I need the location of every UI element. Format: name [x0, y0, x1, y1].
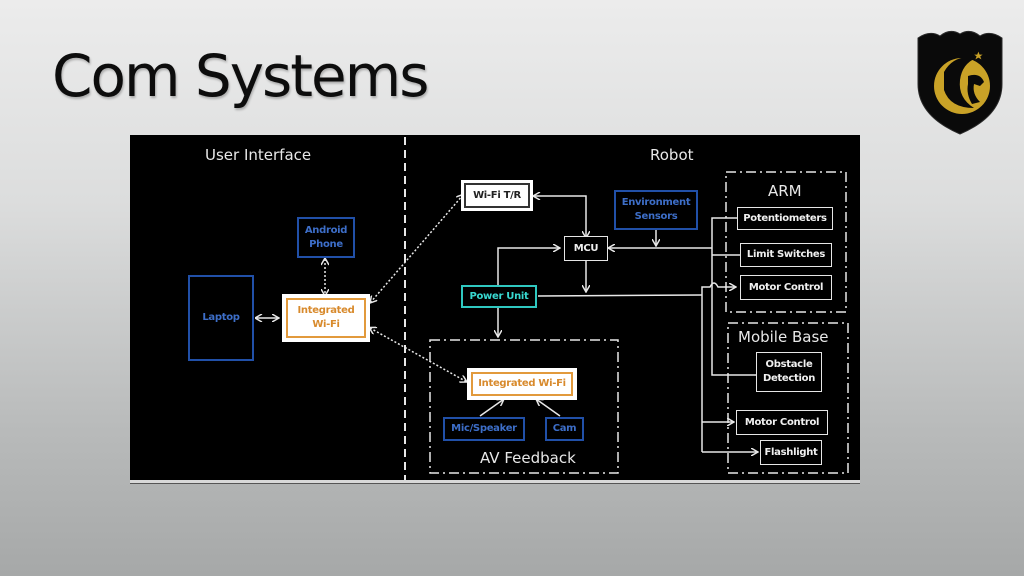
mobile-base-group-border: [727, 322, 849, 474]
ucf-logo-icon: [917, 30, 1003, 135]
node-environment-sensors: Environment Sensors: [614, 190, 698, 230]
node-wifi-tr: Wi-Fi T/R: [461, 180, 533, 211]
wifi-mcu-link: [534, 196, 586, 238]
node-mic-speaker: Mic/Speaker: [443, 417, 525, 441]
ui-av-wifi-link: [370, 328, 467, 382]
section-label-arm: ARM: [768, 182, 802, 200]
node-cam: Cam: [545, 417, 584, 441]
node-android-phone: Android Phone: [297, 217, 355, 258]
node-av-integrated-wifi: Integrated Wi-Fi: [467, 368, 577, 400]
power-mcu-link: [497, 248, 560, 286]
node-obstacle-detection: Obstacle Detection: [756, 352, 822, 392]
node-power-unit: Power Unit: [461, 285, 537, 308]
section-label-mobile-base: Mobile Base: [738, 328, 829, 346]
av-feedback-group-border: [429, 339, 619, 474]
node-flashlight: Flashlight: [760, 440, 822, 465]
arm-group-border: [725, 171, 847, 313]
diagram-connectors: [130, 137, 849, 480]
potentiometer-link: [711, 217, 756, 376]
com-systems-diagram: User Interface Robot ARM Mobile Base AV …: [130, 135, 860, 483]
power-output-bus: [537, 294, 703, 297]
node-laptop: Laptop: [188, 275, 254, 361]
ui-wifi-tr-link: [370, 195, 463, 303]
node-limit-switches: Limit Switches: [740, 243, 832, 267]
cam-wifi-link: [536, 399, 561, 417]
section-label-robot: Robot: [650, 146, 694, 164]
node-ui-integrated-wifi: Integrated Wi-Fi: [282, 294, 370, 342]
node-mcu: MCU: [564, 236, 608, 261]
section-label-user-interface: User Interface: [205, 146, 312, 164]
node-base-motor-control: Motor Control: [736, 410, 828, 435]
section-label-av-feedback: AV Feedback: [480, 449, 576, 467]
slide-title: Com Systems: [52, 42, 429, 110]
node-arm-motor-control: Motor Control: [740, 275, 832, 300]
mic-wifi-link: [479, 399, 504, 417]
output-bus-to-arm-motor: [701, 282, 736, 295]
node-potentiometers: Potentiometers: [737, 207, 833, 230]
